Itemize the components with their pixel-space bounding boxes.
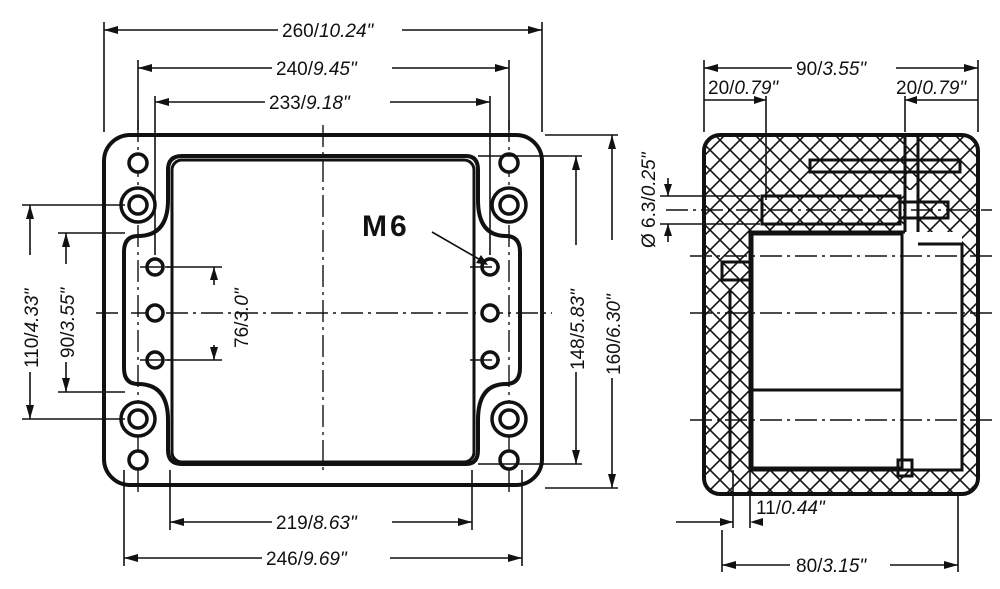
thread-hole [145, 303, 165, 323]
mounting-hole [490, 400, 528, 438]
dim-side-11: 11/0.44" [676, 470, 826, 528]
dim-90: 90/3.55" [58, 232, 125, 393]
svg-text:233/9.18": 233/9.18" [269, 93, 351, 114]
svg-text:110/4.33": 110/4.33" [22, 287, 43, 368]
dim-233: 233/9.18" [154, 93, 491, 255]
corner-hole [498, 152, 520, 174]
svg-text:160/6.30": 160/6.30" [604, 293, 625, 375]
corner-hole [498, 449, 520, 471]
housing-outline [702, 133, 980, 496]
svg-text:76/3.0": 76/3.0" [232, 287, 253, 348]
dim-side-20-right: 20/0.79" [896, 78, 978, 132]
corner-hole [127, 152, 149, 174]
svg-text:11/0.44": 11/0.44" [756, 498, 826, 519]
svg-text:20/0.79": 20/0.79" [708, 78, 779, 99]
svg-text:240/9.45": 240/9.45" [276, 59, 358, 80]
corner-hole [127, 449, 149, 471]
dim-219: 219/8.63" [169, 470, 473, 534]
dim-148: 148/5.83" [478, 155, 589, 465]
side-view [666, 133, 992, 496]
svg-text:90/3.55": 90/3.55" [58, 287, 79, 358]
svg-text:219/8.63": 219/8.63" [276, 513, 358, 534]
thread-label: M6 [362, 210, 410, 243]
dim-side-90: 90/3.55" [703, 59, 979, 132]
front-view [96, 120, 552, 495]
dim-160: 160/6.30" [545, 134, 625, 489]
dim-110: 110/4.33" [22, 204, 125, 420]
dim-260: 260/10.24" [103, 21, 543, 132]
inner-panel-outline [122, 154, 522, 466]
terminal-block [720, 260, 752, 282]
svg-text:260/10.24": 260/10.24" [282, 21, 375, 42]
svg-text:246/9.69": 246/9.69" [266, 549, 348, 570]
svg-text:80/3.15": 80/3.15" [796, 556, 867, 577]
dim-246: 246/9.69" [123, 470, 523, 570]
mounting-hole [490, 186, 528, 224]
dim-76: 76/3.0" [165, 266, 253, 361]
thread-hole [480, 303, 500, 323]
svg-text:Ø 6.3/0.25": Ø 6.3/0.25" [639, 151, 660, 248]
dim-side-80: 80/3.15" [721, 496, 959, 577]
inner-block [750, 232, 904, 470]
dim-240: 240/9.45" [137, 59, 510, 130]
svg-text:20/0.79": 20/0.79" [896, 78, 967, 99]
mounting-hole [119, 400, 157, 438]
svg-text:90/3.55": 90/3.55" [796, 59, 867, 80]
dim-side-diameter: Ø 6.3/0.25" [639, 151, 760, 248]
mounting-hole [119, 186, 157, 224]
dim-side-20-left: 20/0.79" [704, 78, 779, 200]
svg-text:148/5.83": 148/5.83" [568, 288, 589, 370]
